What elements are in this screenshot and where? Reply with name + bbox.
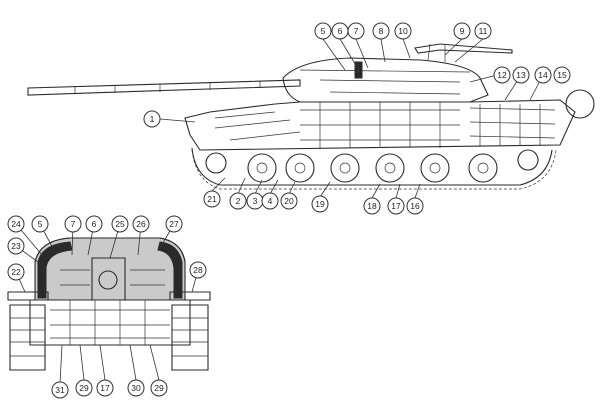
svg-text:12: 12 — [497, 70, 507, 80]
svg-text:29: 29 — [79, 383, 89, 393]
svg-text:27: 27 — [169, 219, 179, 229]
callout-3: 3 — [246, 192, 264, 210]
svg-text:30: 30 — [131, 383, 141, 393]
callout-27: 27 — [165, 215, 183, 233]
callout-12: 12 — [493, 66, 511, 84]
svg-text:1: 1 — [150, 114, 155, 124]
gun-barrel — [27, 79, 301, 96]
callout-17-front: 17 — [96, 379, 114, 397]
callout-9: 9 — [453, 22, 471, 40]
svg-text:3: 3 — [253, 196, 258, 206]
callout-28: 28 — [189, 261, 207, 279]
front-section-drawing — [7, 237, 211, 371]
callout-4: 4 — [261, 192, 279, 210]
svg-text:7: 7 — [71, 219, 76, 229]
callout-10: 10 — [394, 22, 412, 40]
callout-5: 5 — [314, 22, 332, 40]
svg-text:31: 31 — [55, 385, 65, 395]
side-view-drawing — [27, 43, 595, 190]
svg-text:14: 14 — [538, 70, 548, 80]
callout-29-left: 29 — [75, 379, 93, 397]
callout-14: 14 — [534, 66, 552, 84]
svg-text:5: 5 — [38, 219, 43, 229]
callout-20: 20 — [280, 192, 298, 210]
callout-6: 6 — [331, 22, 349, 40]
svg-text:28: 28 — [193, 265, 203, 275]
callout-13: 13 — [512, 66, 530, 84]
callout-29-right: 29 — [150, 379, 168, 397]
fuel-drum — [565, 89, 595, 119]
svg-text:17: 17 — [100, 383, 110, 393]
svg-text:18: 18 — [367, 201, 377, 211]
svg-text:15: 15 — [557, 70, 567, 80]
callout-21: 21 — [203, 190, 221, 208]
svg-text:29: 29 — [154, 383, 164, 393]
svg-text:17: 17 — [391, 201, 401, 211]
callout-8: 8 — [372, 22, 390, 40]
callout-25: 25 — [111, 215, 129, 233]
callout-7: 7 — [347, 22, 365, 40]
svg-text:11: 11 — [479, 26, 488, 36]
svg-text:4: 4 — [268, 196, 273, 206]
svg-text:8: 8 — [379, 26, 384, 36]
side-view-callouts: 1 2 3 4 5 6 7 8 9 10 11 12 13 14 15 16 1… — [143, 22, 571, 215]
svg-text:13: 13 — [516, 70, 526, 80]
callout-15: 15 — [553, 66, 571, 84]
callout-26: 26 — [132, 215, 150, 233]
hull — [184, 99, 576, 151]
machine-gun — [414, 43, 513, 62]
svg-text:2: 2 — [236, 196, 241, 206]
svg-text:9: 9 — [460, 26, 465, 36]
callout-30: 30 — [127, 379, 145, 397]
right-track-section — [169, 291, 211, 371]
svg-text:6: 6 — [92, 219, 97, 229]
callout-1: 1 — [143, 110, 161, 128]
svg-text:22: 22 — [11, 267, 21, 277]
front-section-callouts: 5 7 6 22 23 24 25 26 27 28 29 17 30 29 3… — [7, 215, 207, 399]
callout-23: 23 — [7, 237, 25, 255]
callout-18: 18 — [363, 197, 381, 215]
svg-text:26: 26 — [136, 219, 146, 229]
track-and-wheels — [191, 147, 557, 190]
svg-text:5: 5 — [321, 26, 326, 36]
svg-text:23: 23 — [11, 241, 21, 251]
callout-17: 17 — [387, 197, 405, 215]
callout-31: 31 — [51, 381, 69, 399]
svg-text:21: 21 — [207, 194, 217, 204]
callout-2: 2 — [229, 192, 247, 210]
callout-6-front: 6 — [85, 215, 103, 233]
callout-5-front: 5 — [31, 215, 49, 233]
callout-11: 11 — [474, 22, 492, 40]
callout-16: 16 — [406, 197, 424, 215]
svg-text:10: 10 — [398, 26, 408, 36]
svg-text:25: 25 — [115, 219, 125, 229]
callout-24: 24 — [7, 215, 25, 233]
svg-text:6: 6 — [338, 26, 343, 36]
svg-text:24: 24 — [11, 219, 21, 229]
svg-text:16: 16 — [410, 201, 420, 211]
svg-text:20: 20 — [284, 196, 294, 206]
svg-text:19: 19 — [315, 199, 325, 209]
callout-19: 19 — [311, 195, 329, 213]
left-track-section — [7, 291, 49, 371]
svg-text:7: 7 — [354, 26, 359, 36]
callout-7-front: 7 — [64, 215, 82, 233]
callout-22: 22 — [7, 263, 25, 281]
turret — [282, 57, 489, 103]
